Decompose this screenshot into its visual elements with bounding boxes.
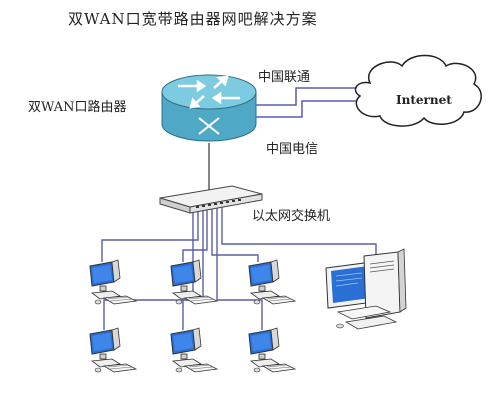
unicom-link [252, 87, 356, 106]
internet-cloud-icon [354, 54, 482, 127]
workstation-icon-6 [248, 327, 296, 373]
router-label: 双WAN口路由器 [28, 100, 127, 115]
workstation-icon-4 [89, 327, 137, 373]
unicom-label: 中国联通 [258, 70, 311, 85]
telecom-label: 中国电信 [266, 142, 319, 157]
lan-link-pc4 [211, 207, 259, 262]
switch-label: 以太网交换机 [252, 209, 331, 224]
internet-label: Internet [396, 93, 452, 107]
telecom-link [252, 100, 356, 118]
lan-link-pc1 [101, 207, 199, 262]
workstation-icon-2 [170, 259, 218, 305]
wan-links [252, 87, 356, 118]
server-workstation-icon [325, 248, 407, 330]
switch-icon [159, 185, 263, 214]
workstation-icon-3 [248, 259, 296, 305]
workstation-icon-1 [89, 259, 137, 305]
lan-link-server [221, 207, 377, 262]
lan-link-pc5 [216, 207, 263, 330]
lan-link-pc6 [103, 207, 194, 330]
workstation-icon-5 [170, 327, 218, 373]
router-icon [161, 74, 257, 142]
lan-link-pc3 [182, 207, 208, 262]
page-title: 双WAN口宽带路由器网吧解决方案 [68, 10, 318, 28]
